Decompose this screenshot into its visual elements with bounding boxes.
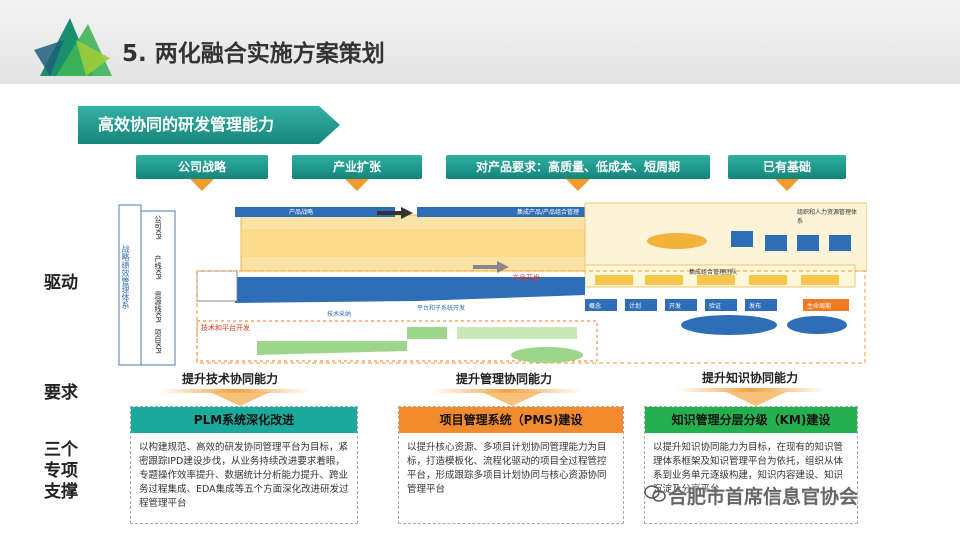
theme-company-strategy: 公司战略: [136, 155, 268, 179]
section-title: 高效协同的研发管理能力: [78, 106, 340, 144]
pillar-plm: PLM系统深化改进 以构建规范、高效的研发协同管理平台为目标，紧密跟踪IPD建设…: [130, 406, 358, 524]
diagram-graphics: [118, 202, 867, 366]
capability-underline: [432, 389, 582, 393]
theme-product-requirements: 对产品要求：高质量、低成本、短周期: [446, 155, 710, 179]
kpi-product-line: 产线KPI: [154, 255, 162, 280]
flow-step-lifecycle: 生命周期: [807, 303, 832, 310]
flow-step-verify: 验证: [709, 303, 722, 310]
pillar-body: 以构建规范、高效的研发协同管理平台为目标，紧密跟踪IPD建设步伐，从业务持续改进…: [139, 442, 349, 509]
watermark-text: 合肥市首席信息官协会: [668, 486, 859, 508]
arrow-down-icon: [775, 179, 799, 191]
ipd-framework-diagram: 战略绩效管理体系 公司KPI 产线KPI 资源线KPI 项目KPI 产品战略 集…: [117, 195, 867, 369]
pillar-title: PLM系统深化改进: [131, 407, 357, 433]
flow-step-concept: 概念: [589, 303, 602, 310]
flow-step-release: 发布: [749, 303, 762, 310]
capability-knowledge: 提升知识协同能力: [702, 371, 799, 385]
portfolio-team-label: 集成组合管理团队: [689, 269, 738, 276]
row-label-support: 三个 专项 支撑: [44, 440, 78, 502]
integrated-product-label: 集成产品/产品组合管理: [517, 209, 580, 216]
theme-existing-foundation: 已有基础: [728, 155, 846, 179]
page-title: 5. 两化融合实施方案策划: [122, 41, 385, 67]
logo-triangles-icon: [34, 18, 112, 76]
kpi-company: 公司KPI: [154, 215, 162, 240]
arrow-down-icon: [345, 179, 369, 191]
capability-underline: [160, 389, 310, 393]
flow-step-develop: 开发: [669, 303, 682, 310]
arrow-down-icon: [190, 179, 214, 191]
kpi-project: 项目KPI: [154, 329, 162, 354]
wechat-icon: [644, 485, 666, 502]
arrow-down-icon: [566, 179, 590, 191]
kpi-resource-line: 资源线KPI: [154, 291, 162, 323]
product-strategy-label: 产品战略: [289, 209, 314, 216]
pillar-title: 知识管理分层分级（KM)建设: [645, 407, 857, 433]
row-label-require: 要求: [44, 383, 78, 403]
org-talent-label: 组织和人力资源管理体系: [797, 209, 858, 225]
capability-tech: 提升技术协同能力: [182, 372, 279, 386]
pillar-km: 知识管理分层分级（KM)建设 以提升知识协同能力为目标，在现有的知识管理体系框架…: [644, 406, 858, 524]
pillar-title: 项目管理系统（PMS)建设: [399, 407, 623, 433]
tech-adopt-label: 技术采纳: [327, 311, 352, 318]
chevron-down-icon: [210, 392, 270, 406]
capability-underline: [676, 388, 826, 392]
row-label-drive: 驱动: [44, 273, 78, 293]
theme-industry-expansion: 产业扩张: [292, 155, 422, 179]
header-bar: [0, 0, 960, 84]
tech-platform-label: 技术和平台开发: [201, 324, 250, 332]
chevron-down-icon: [482, 392, 542, 406]
product-dev-label: 产品开发: [512, 274, 540, 282]
flow-step-plan: 计划: [629, 303, 642, 310]
strategy-performance-label: 战略绩效管理体系: [121, 245, 130, 309]
chevron-down-icon: [726, 392, 786, 406]
capability-management: 提升管理协同能力: [456, 372, 553, 386]
pillar-pms: 项目管理系统（PMS)建设 以提升核心资源、多项目计划协同管理能力为目标，打造模…: [398, 406, 624, 524]
pillar-body: 以提升核心资源、多项目计划协同管理能力为目标，打造模板化、流程化驱动的项目全过程…: [407, 442, 607, 495]
platform-dev-label: 平台和子系统开发: [417, 305, 466, 312]
pillar-body: 以提升知识协同能力为目标，在现有的知识管理体系框架及知识管理平台为依托，组织从体…: [653, 442, 844, 495]
